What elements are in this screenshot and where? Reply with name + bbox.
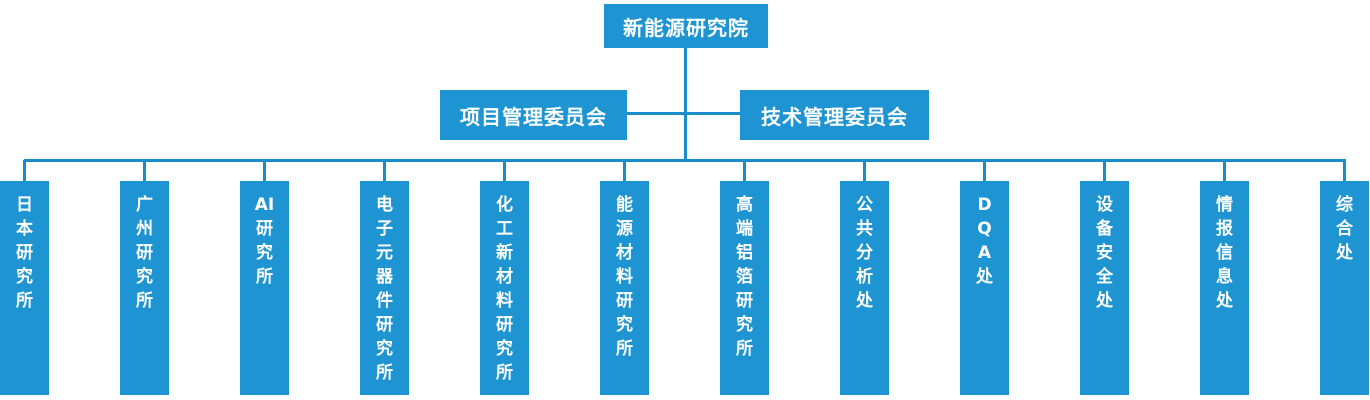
department-label-line: 子 xyxy=(376,219,393,239)
department-label-line: 究 xyxy=(136,267,153,287)
department-label-line: AI xyxy=(254,195,275,215)
department-label-line: 共 xyxy=(856,219,873,239)
department-label-line: 日 xyxy=(16,195,33,215)
department-label-line: 工 xyxy=(496,219,513,239)
connector-drop xyxy=(263,160,266,182)
department-label-line: 件 xyxy=(376,291,393,311)
department-label-line: 端 xyxy=(736,219,753,239)
org-node-committee-technology-management: 技术管理委员会 xyxy=(740,90,929,140)
connector-drop xyxy=(143,160,146,182)
department-label-line: 全 xyxy=(1096,267,1113,287)
department-label-line: 材 xyxy=(496,267,513,287)
org-node-department: 电子元器件研究所 xyxy=(360,181,409,395)
department-label-line: 料 xyxy=(616,267,633,287)
department-label-line: 所 xyxy=(376,363,393,383)
department-label-line: 设 xyxy=(1096,195,1113,215)
connector-drop xyxy=(863,160,866,182)
org-node-committee-project-management: 项目管理委员会 xyxy=(440,90,627,140)
org-node-department: 高端铝箔研究所 xyxy=(720,181,769,395)
department-label-line: 公 xyxy=(856,195,873,215)
department-label-line: 所 xyxy=(616,339,633,359)
department-label-line: 料 xyxy=(496,291,513,311)
department-label-line: D xyxy=(977,195,992,215)
department-label-line: 电 xyxy=(376,195,393,215)
department-label-line: 究 xyxy=(736,315,753,335)
department-label-line: 本 xyxy=(16,219,33,239)
department-label-line: 处 xyxy=(1096,291,1113,311)
department-label-line: 广 xyxy=(136,195,153,215)
department-label-line: Q xyxy=(977,219,992,239)
department-label-line: A xyxy=(977,243,992,263)
department-label-line: 研 xyxy=(136,243,153,263)
org-node-department: 公共分析处 xyxy=(840,181,889,395)
department-label-line: 研 xyxy=(616,291,633,311)
org-node-department: 化工新材料研究所 xyxy=(480,181,529,395)
department-label-line: 所 xyxy=(256,267,273,287)
org-node-root: 新能源研究院 xyxy=(604,4,768,48)
connector-drop xyxy=(743,160,746,182)
org-node-department: 综合处 xyxy=(1320,181,1369,395)
department-label-line: 备 xyxy=(1096,219,1113,239)
org-node-department: 广州研究所 xyxy=(120,181,169,395)
department-label-line: 所 xyxy=(136,291,153,311)
department-label-line: 息 xyxy=(1216,267,1233,287)
department-label-line: 州 xyxy=(136,219,153,239)
department-label-line: 究 xyxy=(616,315,633,335)
department-label-line: 能 xyxy=(616,195,633,215)
connector-drop xyxy=(383,160,386,182)
department-label-line: 处 xyxy=(1216,291,1233,311)
department-label-line: 新 xyxy=(496,243,513,263)
department-label-line: 铝 xyxy=(736,243,753,263)
connector-drop xyxy=(983,160,986,182)
connector-drop xyxy=(1103,160,1106,182)
connector-drop xyxy=(1223,160,1226,182)
department-label-line: 处 xyxy=(856,291,873,311)
connector-committee-horizontal xyxy=(627,112,740,115)
department-label-line: 合 xyxy=(1336,219,1353,239)
department-label-line: 究 xyxy=(16,267,33,287)
department-label-line: 究 xyxy=(256,243,273,263)
department-label-line: 究 xyxy=(496,339,513,359)
department-label-line: 研 xyxy=(376,315,393,335)
department-label-line: 源 xyxy=(616,219,633,239)
connector-drop xyxy=(623,160,626,182)
org-node-department: 日本研究所 xyxy=(0,181,49,395)
connector-departments-span xyxy=(24,159,1346,162)
department-label-line: 析 xyxy=(856,267,873,287)
department-label-line: 分 xyxy=(856,243,873,263)
department-label-line: 处 xyxy=(976,267,993,287)
department-label-line: 研 xyxy=(256,219,273,239)
department-label-line: 箔 xyxy=(736,267,753,287)
department-label-line: 所 xyxy=(496,363,513,383)
org-node-department: 能源材料研究所 xyxy=(600,181,649,395)
org-node-department: AI 研究所 xyxy=(240,181,289,395)
department-label-line: 综 xyxy=(1336,195,1353,215)
department-label-line: 信 xyxy=(1216,243,1233,263)
department-label-line: 情 xyxy=(1216,195,1233,215)
connector-root-vertical xyxy=(684,47,687,162)
department-label-line: 化 xyxy=(496,195,513,215)
department-label-line: 所 xyxy=(16,291,33,311)
department-label-line: 研 xyxy=(496,315,513,335)
org-node-department: 设备安全处 xyxy=(1080,181,1129,395)
department-label-line: 高 xyxy=(736,195,753,215)
department-label-line: 研 xyxy=(736,291,753,311)
connector-drop xyxy=(1343,160,1346,182)
department-label-line: 所 xyxy=(736,339,753,359)
department-label-line: 器 xyxy=(376,267,393,287)
connector-drop xyxy=(503,160,506,182)
connector-drop xyxy=(23,160,26,182)
department-label-line: 究 xyxy=(376,339,393,359)
department-label-line: 报 xyxy=(1216,219,1233,239)
org-node-department: 情报信息处 xyxy=(1200,181,1249,395)
department-label-line: 材 xyxy=(616,243,633,263)
department-label-line: 元 xyxy=(376,243,393,263)
department-label-line: 研 xyxy=(16,243,33,263)
department-label-line: 处 xyxy=(1336,243,1353,263)
department-label-line: 安 xyxy=(1096,243,1113,263)
